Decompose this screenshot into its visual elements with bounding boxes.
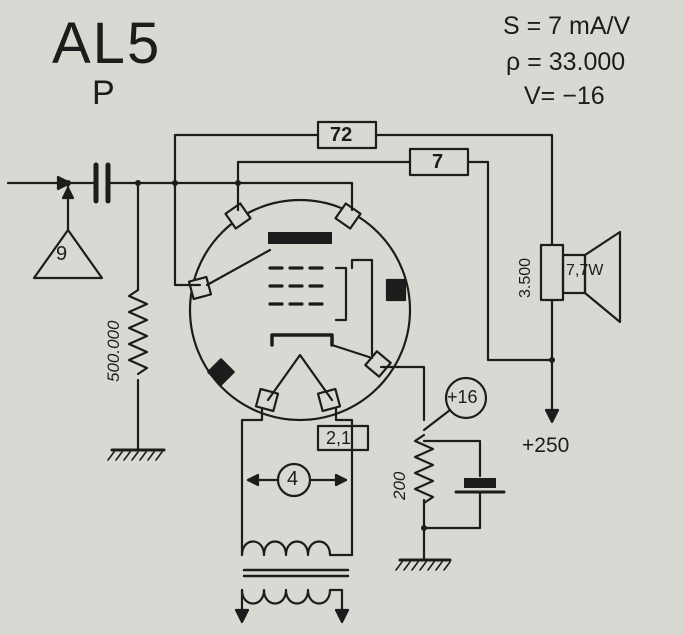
screen-wire-right xyxy=(374,133,554,247)
voltage-circle xyxy=(444,376,488,420)
bypass-wire-top xyxy=(422,439,482,478)
pin-1 xyxy=(224,202,252,230)
label-cathode-resistor: 200 xyxy=(390,471,409,500)
pin-6 xyxy=(364,350,392,378)
label-7: 7 xyxy=(432,151,444,173)
label-72: 72 xyxy=(330,124,353,146)
voltage-pointer xyxy=(422,408,452,432)
secondary-arrow-right xyxy=(334,608,350,624)
grid-resistor xyxy=(127,288,149,376)
label-gain: 9 xyxy=(56,243,68,265)
cathode-wire xyxy=(379,365,426,422)
speaker-cone xyxy=(583,230,622,324)
pin-3 xyxy=(187,275,213,301)
junction-dot xyxy=(549,357,555,363)
bypass-wire-bottom xyxy=(422,490,482,530)
output-transformer xyxy=(539,243,565,302)
pin-4 xyxy=(385,278,407,302)
junction-dot xyxy=(235,180,241,186)
spec-plate-resistance: ρ = 33.000 xyxy=(506,48,626,76)
anode xyxy=(268,232,332,244)
cathode-resistor xyxy=(413,433,435,505)
dim-arrow-right xyxy=(334,473,348,487)
heater-filament xyxy=(266,353,334,402)
spec-transconductance: S = 7 mA/V xyxy=(503,12,631,40)
ground-hatch-1 xyxy=(107,451,163,461)
label-speaker: 7,7W xyxy=(566,262,604,279)
input-arrow xyxy=(56,175,72,191)
tube-title: AL5 xyxy=(52,11,162,76)
ground-hatch-2 xyxy=(395,561,451,571)
internal-cathode-wire xyxy=(330,343,374,360)
label-heater-voltage: 4 xyxy=(287,468,299,490)
junction-dot xyxy=(421,525,427,531)
transformer-secondary xyxy=(240,588,344,605)
label-supply: +250 xyxy=(522,434,570,457)
heater-wire-left xyxy=(240,406,264,557)
pin-5 xyxy=(207,358,235,386)
label-heater-current: 2,1 xyxy=(326,428,352,448)
secondary-arrow-left xyxy=(234,608,250,624)
cathode xyxy=(270,333,334,347)
gain-triangle xyxy=(32,228,104,280)
transformer-primary xyxy=(240,540,354,557)
pin-2 xyxy=(334,202,362,230)
internal-screen-wire xyxy=(334,266,348,322)
label-cathode-voltage: +16 xyxy=(447,387,478,407)
tube-class: P xyxy=(92,74,115,112)
gain-arrow xyxy=(61,186,75,200)
supply-arrow xyxy=(544,408,560,424)
tube-envelope xyxy=(188,198,412,422)
internal-grid-wire xyxy=(205,248,272,287)
spec-grid-bias: V= −16 xyxy=(524,82,605,110)
heater-voltage-circle xyxy=(276,462,312,498)
label-transformer: 3.500 xyxy=(517,257,534,298)
anode-wire xyxy=(236,160,412,212)
dim-arrow-left xyxy=(246,473,260,487)
junction-dot xyxy=(135,180,141,186)
label-grid-resistor: 500.000 xyxy=(104,320,123,382)
junction-dot xyxy=(172,180,178,186)
screen-wire-left xyxy=(173,133,320,287)
grids xyxy=(268,266,324,306)
box-2-1 xyxy=(316,424,370,452)
junction-dot xyxy=(65,180,71,186)
bypass-capacitor-plate xyxy=(464,478,496,488)
plate-feed-wire xyxy=(466,160,554,362)
internal-suppressor-wire xyxy=(350,258,374,357)
heater-wire-right xyxy=(334,406,354,557)
